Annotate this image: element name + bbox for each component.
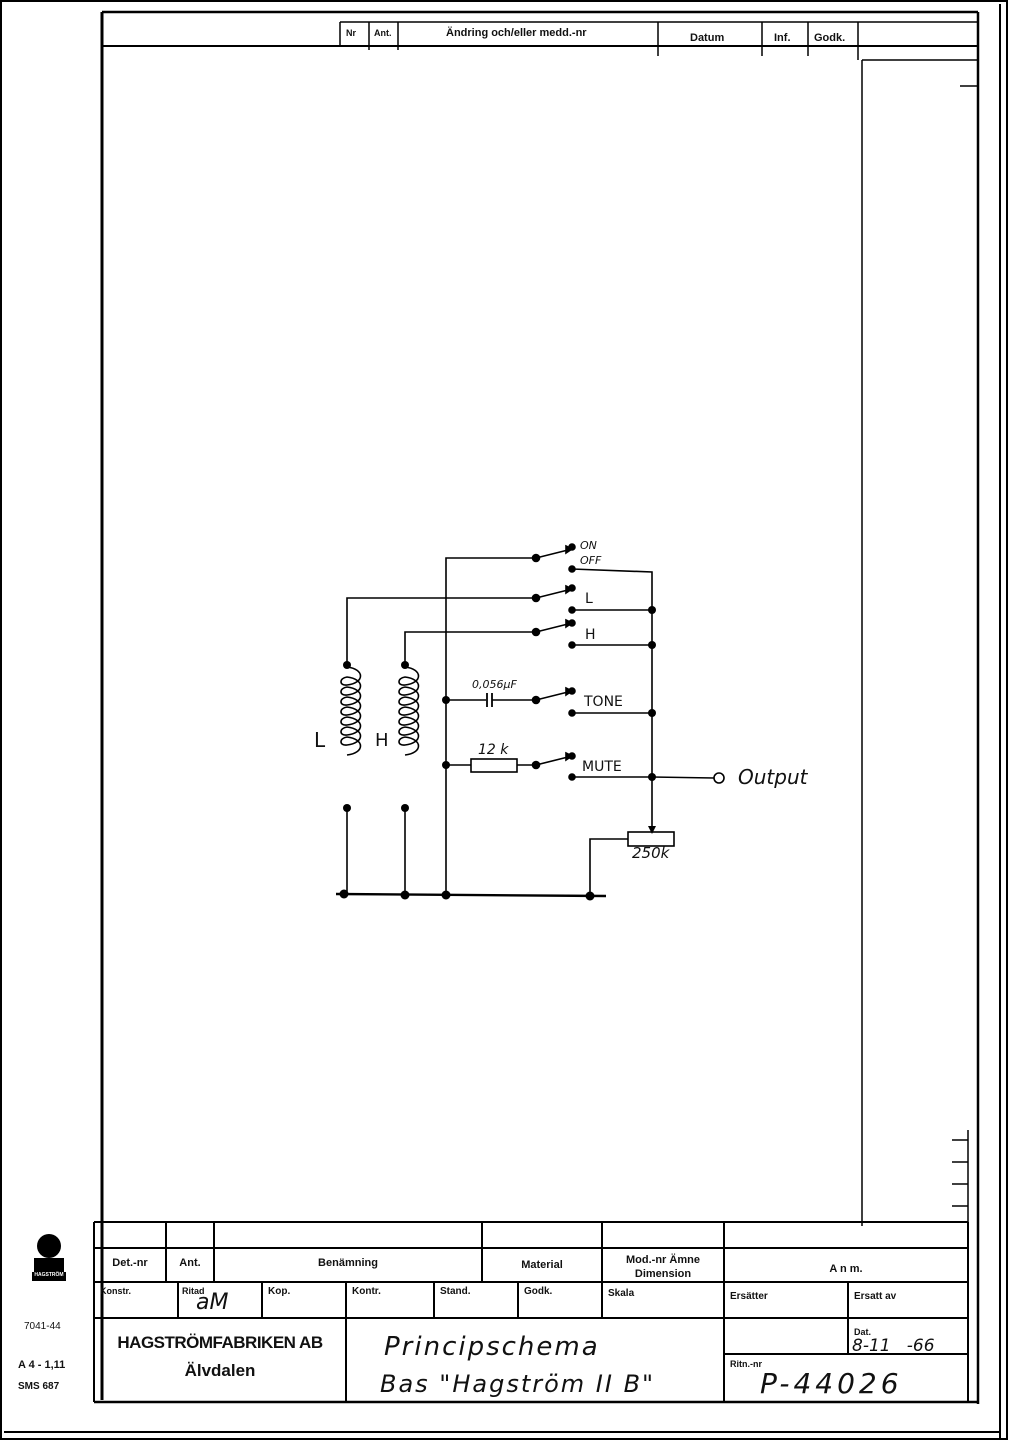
label-pot: 250k (632, 844, 670, 862)
rev-change-header: Ändring och/eller medd.-nr (446, 27, 587, 39)
circuit-wires (335, 557, 715, 898)
tb-material: Material (521, 1259, 563, 1271)
label-pickup-h: H (375, 730, 389, 751)
label-resistor: 12 k (478, 742, 509, 758)
tb-ant: Ant. (179, 1257, 201, 1269)
tb-title-line2: Bas "Hagström II B" (380, 1370, 656, 1398)
tb-company: HAGSTRÖMFABRIKEN AB (117, 1333, 323, 1352)
logo-text: HAGSTRÖM (34, 1272, 64, 1278)
tb-stand: Stand. (440, 1286, 471, 1297)
switch-tone (531, 686, 576, 717)
label-off: OFF (580, 554, 602, 567)
tb-dimension: Dimension (634, 1268, 692, 1280)
capacitor (486, 693, 493, 707)
label-output: Output (738, 765, 808, 789)
switch-mute (531, 751, 576, 781)
switch-l (531, 584, 576, 614)
tb-mod-nr: Mod.-nr Ämne (626, 1254, 700, 1266)
label-on: ON (580, 539, 597, 552)
tb-ersatt-av: Ersatt av (854, 1291, 897, 1302)
potentiometer-250k (627, 826, 675, 847)
output-terminal (713, 772, 725, 784)
tb-konstr: Konstr. (100, 1286, 132, 1296)
rev-datum-header: Datum (690, 32, 725, 44)
label-capacitor: 0,056µF (472, 678, 517, 691)
label-pickup-l: L (314, 728, 326, 752)
rev-inf-header: Inf. (774, 32, 791, 44)
switch-on-off (531, 543, 576, 573)
pickup-coil-h (398, 666, 420, 756)
rev-ant-header: Ant. (374, 28, 392, 38)
tb-dat-label: Dat. (854, 1327, 872, 1337)
paper-size: A 4 - 1,11 (18, 1359, 66, 1371)
label-switch-h: H (585, 627, 596, 643)
tb-ersatter: Ersätter (730, 1291, 768, 1302)
tb-det-nr: Det.-nr (112, 1257, 148, 1269)
tb-date-value: 8-11 -66 (852, 1336, 935, 1356)
form-number: 7041-44 (24, 1321, 61, 1332)
label-mute: MUTE (582, 759, 622, 775)
tb-ritad-signature: aM (196, 1290, 229, 1315)
pickup-coil-l (340, 666, 362, 756)
tb-anm: A n m. (829, 1263, 863, 1275)
rev-godk-header: Godk. (814, 32, 846, 44)
tb-ritn-label: Ritn.-nr (730, 1359, 762, 1369)
tb-city: Älvdalen (184, 1361, 256, 1380)
tb-drawing-number: P-44026 (760, 1367, 903, 1400)
tb-title-line1: Principschema (384, 1332, 600, 1362)
tb-kontr: Kontr. (352, 1286, 381, 1297)
tb-ritad: Ritad (182, 1286, 205, 1296)
sms-standard: SMS 687 (18, 1381, 60, 1392)
hagstrom-logo: HAGSTRÖM (30, 1232, 68, 1282)
tb-benamning: Benämning (318, 1257, 378, 1269)
tb-skala: Skala (608, 1288, 635, 1299)
tb-godk: Godk. (524, 1286, 553, 1297)
label-tone: TONE (584, 694, 623, 710)
resistor-12k (470, 758, 518, 773)
label-switch-l: L (585, 591, 593, 607)
tb-kop: Kop. (268, 1286, 291, 1297)
rev-nr-header: Nr (346, 28, 357, 38)
junction-dots (339, 606, 656, 901)
switch-h (531, 618, 576, 649)
